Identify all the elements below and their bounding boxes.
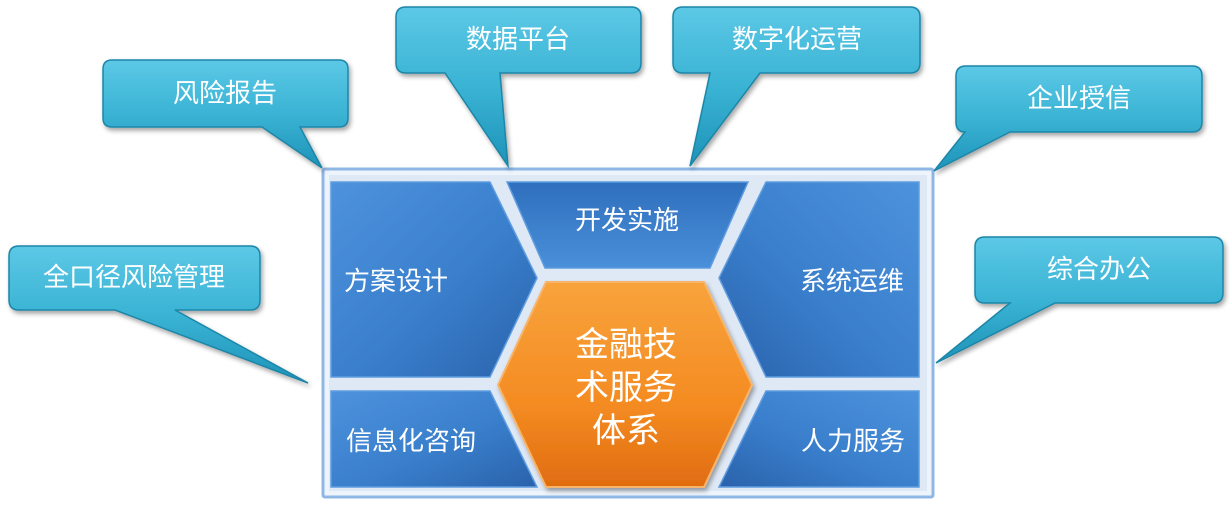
callout-shuju-pingtai-label: 数据平台 <box>466 25 570 55</box>
callout-qiye-shouxin-label: 企业授信 <box>1027 84 1131 114</box>
callout-fengxian-baogao: 风险报告 <box>102 59 349 169</box>
callout-shuzihua-yunying-label: 数字化运营 <box>732 25 862 55</box>
core-line-1: 金融技 <box>575 325 677 365</box>
block-renli-fuwu-label: 人力服务 <box>801 427 905 457</box>
callout-quankoujing: 全口径风险管理 <box>8 245 309 384</box>
block-xinxihua-zixun <box>330 390 539 488</box>
block-fangan-sheji <box>330 181 538 378</box>
callout-qiye-shouxin: 企业授信 <box>933 65 1203 172</box>
block-xitong-yunwei <box>718 181 920 378</box>
block-xitong-yunwei-label: 系统运维 <box>800 267 904 297</box>
core-hexagon <box>496 281 754 488</box>
block-renli-fuwu <box>717 390 920 488</box>
callout-zonghe-bangong-label: 综合办公 <box>1047 255 1151 285</box>
block-xinxihua-zixun-label: 信息化咨询 <box>346 427 476 457</box>
callout-shuzihua-yunying: 数字化运营 <box>672 6 921 167</box>
core-line-3: 体系 <box>592 411 660 451</box>
block-kaifa-shishi <box>505 181 750 269</box>
core-line-2: 术服务 <box>575 368 677 408</box>
callout-quankoujing-label: 全口径风险管理 <box>43 263 225 293</box>
callout-fengxian-baogao-label: 风险报告 <box>173 79 277 109</box>
block-kaifa-shishi-label: 开发实施 <box>575 206 679 236</box>
block-fangan-sheji-label: 方案设计 <box>344 267 448 297</box>
callout-zonghe-bangong: 综合办公 <box>935 236 1224 364</box>
callout-shuju-pingtai: 数据平台 <box>395 6 642 169</box>
